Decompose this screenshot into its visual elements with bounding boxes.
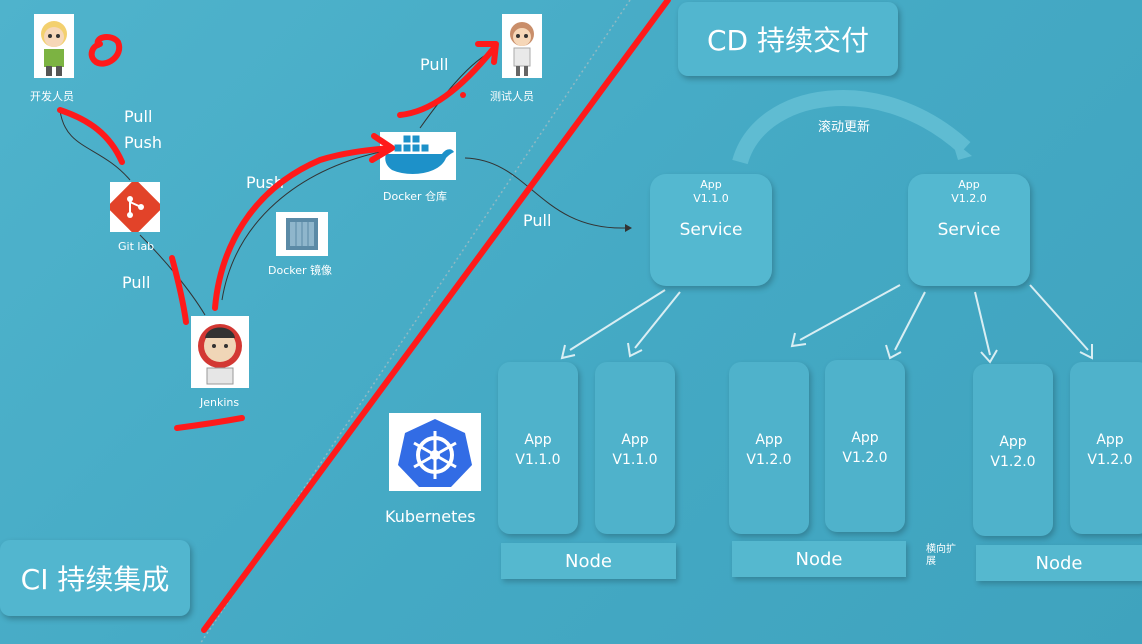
service-app: App <box>700 178 722 191</box>
tester-icon <box>502 14 542 78</box>
pod-app: App <box>621 432 649 448</box>
jenkins-icon <box>191 316 249 388</box>
red-dev-stroke <box>57 107 125 165</box>
red-underline-stroke <box>174 415 245 431</box>
pull-label-tester: Pull <box>420 55 449 74</box>
pod-version: V1.2.0 <box>746 452 792 468</box>
docker-repo-label: Docker 仓库 <box>383 190 448 203</box>
pod-app: App <box>755 432 783 448</box>
kubernetes-icon <box>389 413 481 491</box>
service-version: V1.2.0 <box>951 192 987 205</box>
red-tester-arrowhead <box>475 41 499 65</box>
rolling-update-label: 滚动更新 <box>818 120 871 135</box>
push-label-dev: Push <box>124 133 162 152</box>
service-app: App <box>958 178 980 191</box>
kubernetes-label: Kubernetes <box>385 507 476 526</box>
cd-title-box: CD 持续交付 <box>678 2 898 76</box>
pod-version: V1.1.0 <box>515 452 561 468</box>
node-bar: Node <box>732 541 906 577</box>
cd-title: CD 持续交付 <box>706 24 869 57</box>
jenkins-label: Jenkins <box>200 396 240 409</box>
red-tester-stroke <box>397 45 497 118</box>
docker-to-service-arrow <box>464 157 626 229</box>
red-circle-mark <box>88 34 123 67</box>
node-bar: Node <box>501 543 676 579</box>
service-version: V1.1.0 <box>693 192 729 205</box>
dev-to-gitlab-arrow <box>59 109 131 181</box>
node-bar: Node <box>976 545 1142 581</box>
pod-version: V1.2.0 <box>1087 452 1133 468</box>
docker-repo-icon <box>380 132 456 180</box>
red-push-arrowhead <box>369 133 395 163</box>
pod-app: App <box>851 430 879 446</box>
pod-app: App <box>1096 432 1124 448</box>
pod-app: App <box>999 434 1027 450</box>
service-name: Service <box>679 220 743 240</box>
ci-title: CI 持续集成 <box>20 563 170 596</box>
docker-image-label: Docker 镜像 <box>268 264 333 277</box>
docker-image-icon <box>276 212 328 256</box>
service-name: Service <box>937 220 1001 240</box>
ci-title-box: CI 持续集成 <box>0 540 190 616</box>
red-gitlab-stroke <box>169 255 189 325</box>
red-divider-stroke <box>201 0 671 633</box>
pod-version: V1.2.0 <box>990 454 1036 470</box>
service-pod-arrows <box>560 284 1093 364</box>
tester-label: 测试人员 <box>490 90 534 103</box>
jenkins-to-docker-arrow <box>221 151 381 301</box>
pod-version: V1.2.0 <box>842 450 888 466</box>
pod-app: App <box>524 432 552 448</box>
pull-label-dev: Pull <box>124 107 153 126</box>
developer-label: 开发人员 <box>30 90 74 103</box>
red-push-stroke <box>212 145 393 311</box>
developer-icon <box>34 14 74 78</box>
rolling-update-arrowhead <box>952 140 972 160</box>
scale-label: 横向扩展 <box>926 544 956 567</box>
pull-label-k8s: Pull <box>523 211 552 230</box>
pod-version: V1.1.0 <box>612 452 658 468</box>
pull-label-jenkins: Pull <box>122 273 151 292</box>
gitlab-icon <box>106 178 164 236</box>
gitlab-label: Git lab <box>118 240 155 253</box>
rolling-update-arc <box>732 90 971 165</box>
